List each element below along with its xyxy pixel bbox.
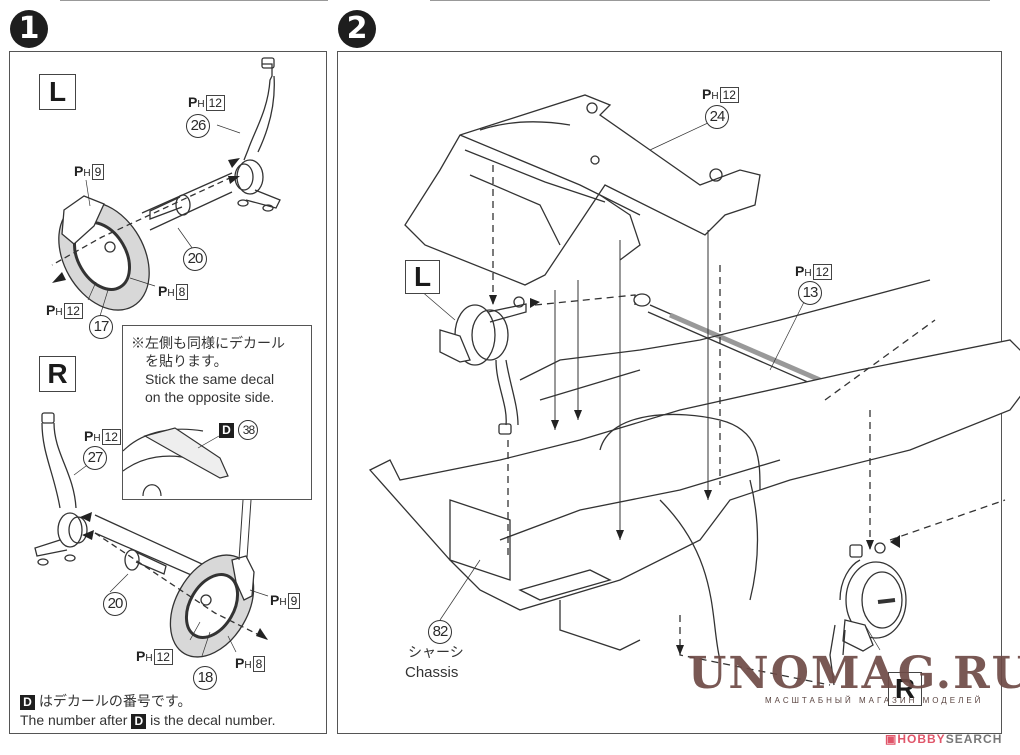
decal-note-en-2: on the opposite side. <box>145 389 275 405</box>
part-number: 26 <box>186 114 210 138</box>
left-axle-lines <box>141 172 233 231</box>
part-number: 18 <box>193 666 217 690</box>
part-number: 13 <box>798 281 822 305</box>
part-number: 20 <box>103 592 127 616</box>
decal-footer-jp-text: はデカールの番号です。 <box>38 693 192 709</box>
step2-left-knuckle-drawing <box>439 296 527 435</box>
watermark-tagline: МАСШТАБНЫЙ МАГАЗИН МОДЕЛЕЙ <box>765 696 984 705</box>
decal-note-en-1: Stick the same decal <box>145 371 275 387</box>
watermark-logo: UNOMAG.RU <box>688 648 1020 699</box>
step2-right-side-label: R <box>888 672 922 706</box>
chassis-label-jp: シャーシ <box>408 644 464 660</box>
step2-left-side-label: L <box>405 260 440 294</box>
decal-marker: D <box>131 713 147 729</box>
decal-footer-jp: D はデカールの番号です。 <box>20 692 275 711</box>
step-1-number: 1 <box>10 10 48 48</box>
top-rule <box>430 0 990 1</box>
chassis-label-en: Chassis <box>405 664 459 681</box>
right-brake-disc-drawing <box>169 554 255 658</box>
part-number: 27 <box>83 446 107 470</box>
decal-note-box: ※左側も同様にデカール を貼ります。 Stick the same decal … <box>122 325 312 500</box>
right-side-label: R <box>39 356 76 392</box>
assembly-solid-guides <box>554 230 709 540</box>
step-2-number: 2 <box>338 10 376 48</box>
part-number: 24 <box>705 105 729 129</box>
source-mark: ▣HOBBYSEARCH <box>885 732 1002 746</box>
decal-marker: D <box>219 422 234 438</box>
decal-reference: D 38 <box>219 420 259 440</box>
caliper-decal-drawing <box>123 427 229 497</box>
source-brand-2: SEARCH <box>945 732 1003 746</box>
chassis-drawing <box>368 279 1020 661</box>
left-knuckle-drawing <box>234 57 281 212</box>
decal-note-text: ※左側も同様にデカール を貼ります。 Stick the same decal … <box>131 334 285 406</box>
left-side-label: L <box>39 74 76 110</box>
decal-footer-en: The number after D is the decal number. <box>20 711 275 730</box>
source-brand-1: HOBBY <box>897 732 946 746</box>
decal-note-jp-2: を貼ります。 <box>145 353 228 369</box>
top-rule <box>60 0 328 1</box>
hobby-search-icon: ▣ <box>885 732 898 746</box>
decal-footer-note: D はデカールの番号です。 The number after D is the … <box>20 692 275 730</box>
left-brake-disc-drawing <box>58 195 150 311</box>
part-number: 82 <box>428 620 452 644</box>
decal-note-jp-1: ※左側も同様にデカール <box>131 335 285 351</box>
step2-right-knuckle-drawing <box>829 542 907 686</box>
part-number: 17 <box>89 315 113 339</box>
part-number: 20 <box>183 247 207 271</box>
right-knuckle-drawing <box>34 412 88 566</box>
decal-footer-en-after: is the decal number. <box>150 712 276 728</box>
decal-marker: D <box>20 694 35 710</box>
chassis-upper-part-drawing <box>404 94 761 286</box>
decal-number: 38 <box>238 420 259 440</box>
decal-footer-en-before: The number after <box>20 712 128 728</box>
